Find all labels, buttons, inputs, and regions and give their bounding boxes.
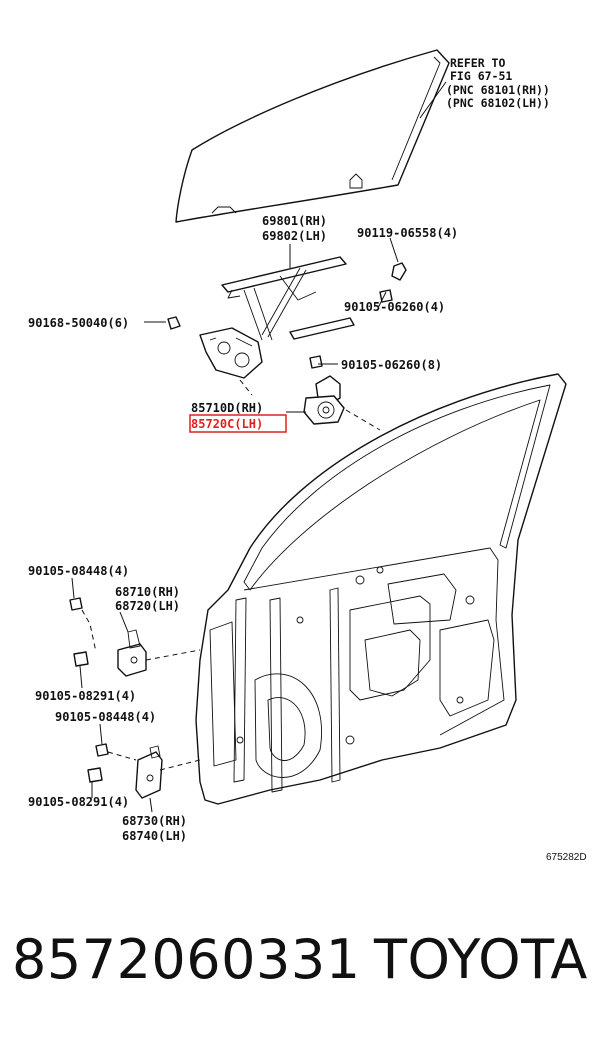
footer-caption: 8572060331 TOYOTA xyxy=(0,928,600,1018)
hinge-lower-lh-label: 68740(LH) xyxy=(122,829,187,843)
door-glass xyxy=(175,49,450,223)
highlight-box xyxy=(189,414,287,433)
front-door-panel xyxy=(195,373,567,805)
leader-lines xyxy=(71,81,447,813)
lower-door-hinge xyxy=(135,745,163,799)
hinge-bolts xyxy=(69,597,109,783)
window-regulator-motor xyxy=(303,375,345,425)
hinge-upper-lh-label: 68720(LH) xyxy=(115,599,180,613)
brand-name: TOYOTA xyxy=(374,928,588,991)
bolt-90105-06260-4-label: 90105-06260(4) xyxy=(344,300,445,314)
motor-rh-label: 85710D(RH) xyxy=(191,401,263,415)
motor-lh-label-highlighted: 85720C(LH) xyxy=(191,417,263,431)
bolt-90119-label: 90119-06558(4) xyxy=(357,226,458,240)
bolt-08291-lower-label: 90105-08291(4) xyxy=(28,795,129,809)
bolt-90105-06260-8-label: 90105-06260(8) xyxy=(341,358,442,372)
upper-door-hinge xyxy=(117,629,147,677)
hinge-upper-rh-label: 68710(RH) xyxy=(115,585,180,599)
figure-code: 675282D xyxy=(546,852,587,863)
regulator-rh-label: 69801(RH) xyxy=(262,214,327,228)
window-regulator xyxy=(199,256,355,379)
bolt-08448-upper-label: 90105-08448(4) xyxy=(28,564,129,578)
refer-label-3: (PNC 68101(RH)) xyxy=(446,83,550,97)
refer-label-1: REFER TO xyxy=(450,56,505,70)
part-number: 8572060331 xyxy=(12,928,361,991)
bolt-90168-label: 90168-50040(6) xyxy=(28,316,129,330)
regulator-bolts xyxy=(167,262,407,369)
bolt-08291-upper-label: 90105-08291(4) xyxy=(35,689,136,703)
refer-label-2: FIG 67-51 xyxy=(450,69,512,83)
dashed-leaders xyxy=(81,379,381,771)
bolt-08448-lower-label: 90105-08448(4) xyxy=(55,710,156,724)
diagram-labels: REFER TO FIG 67-51 (PNC 68101(RH)) (PNC … xyxy=(28,56,587,863)
refer-label-4: (PNC 68102(LH)) xyxy=(446,96,550,110)
hinge-lower-rh-label: 68730(RH) xyxy=(122,814,187,828)
regulator-lh-label: 69802(LH) xyxy=(262,229,327,243)
